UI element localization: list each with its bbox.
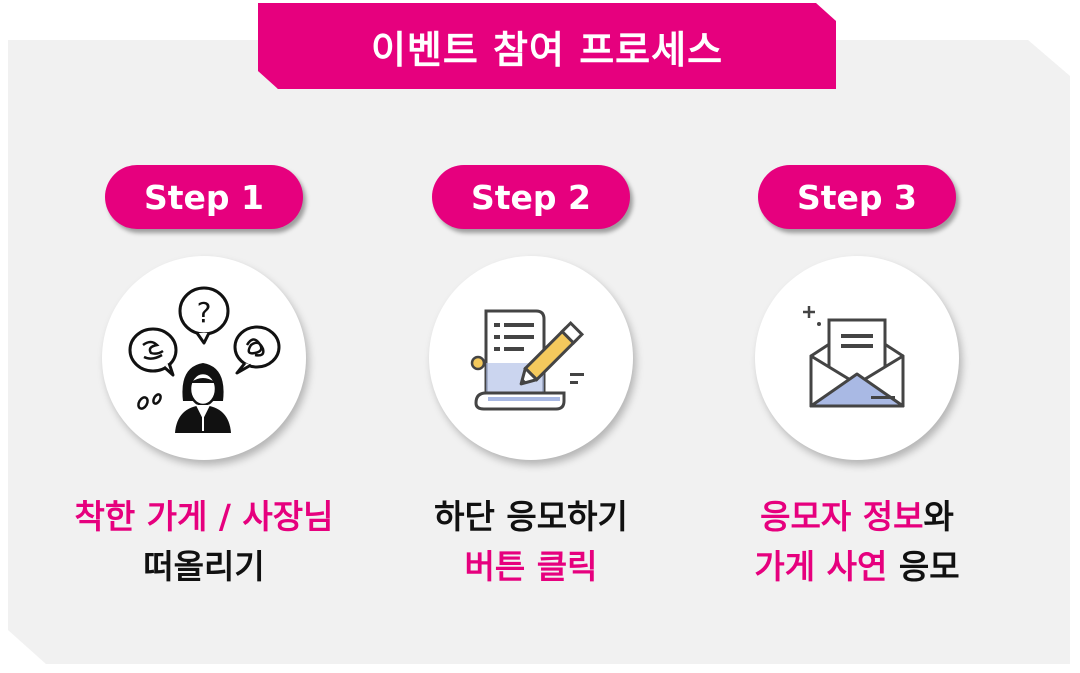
- step-3-caption-highlight-2: 가게 사연: [754, 547, 888, 586]
- step-2: Step 2: [371, 0, 691, 673]
- step-2-icon-circle: [429, 256, 633, 460]
- step-3-caption-text-1: 와: [923, 497, 954, 536]
- step-3-caption-highlight-1: 응모자 정보: [760, 497, 924, 536]
- step-1-caption-highlight: 착한 가게 / 사장님: [74, 497, 334, 536]
- step-3-caption-line-1: 응모자 정보와: [697, 494, 1017, 540]
- step-1: Step 1 ?: [44, 0, 364, 673]
- step-1-label: Step 1: [144, 177, 264, 217]
- step-2-caption-text: 하단 응모하기: [434, 497, 628, 536]
- step-3-caption-text-2: 응모: [887, 547, 960, 586]
- step-1-caption-text: 떠올리기: [143, 547, 265, 586]
- step-1-caption-line-1: 착한 가게 / 사장님: [44, 494, 364, 540]
- confused-person-icon: ?: [128, 286, 281, 433]
- step-1-icon-circle: ?: [102, 256, 306, 460]
- step-2-badge: Step 2: [432, 165, 630, 229]
- document-pencil-icon: [470, 309, 585, 411]
- title-banner: 이벤트 참여 프로세스: [258, 3, 836, 89]
- step-3-badge: Step 3: [758, 165, 956, 229]
- step-1-badge: Step 1: [105, 165, 303, 229]
- step-3-label: Step 3: [797, 177, 917, 217]
- step-2-caption-line-1: 하단 응모하기: [371, 494, 691, 540]
- step-2-caption-highlight: 버튼 클릭: [464, 547, 598, 586]
- step-2-label: Step 2: [471, 177, 591, 217]
- step-3-icon-circle: [755, 256, 959, 460]
- step-1-caption-line-2: 떠올리기: [44, 544, 364, 590]
- page-title: 이벤트 참여 프로세스: [370, 27, 724, 72]
- step-2-caption-line-2: 버튼 클릭: [371, 544, 691, 590]
- step-3-caption-line-2: 가게 사연 응모: [697, 544, 1017, 590]
- envelope-letter-icon: [803, 306, 905, 408]
- svg-text:?: ?: [197, 296, 212, 329]
- step-3: Step 3 응모자 정보와 가게 사연 응모: [697, 0, 1017, 673]
